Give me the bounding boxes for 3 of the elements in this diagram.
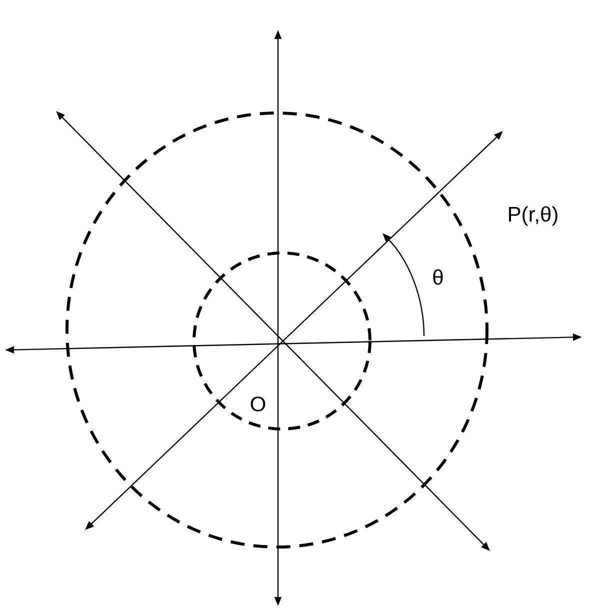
origin-label: O xyxy=(250,396,266,412)
point-label: P(r,θ) xyxy=(509,206,558,226)
angle-label: θ xyxy=(433,269,443,285)
